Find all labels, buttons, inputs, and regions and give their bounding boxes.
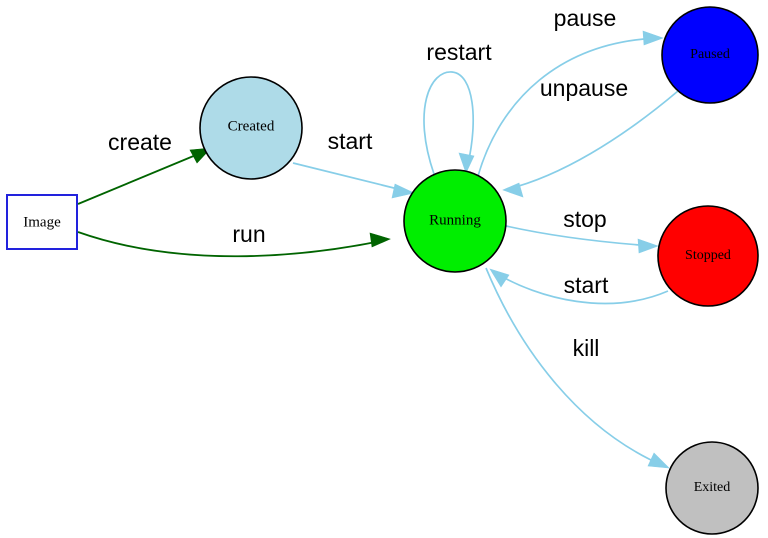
edge-kill [485, 267, 670, 469]
node-exited-shape[interactable] [665, 441, 759, 535]
edge-stop [505, 225, 659, 254]
node-paused-shape[interactable] [661, 6, 759, 104]
edge-label-create: create [108, 129, 172, 155]
edge-unpause [502, 90, 679, 198]
edge-start-stopped-arrowhead [489, 268, 510, 288]
edge-unpause-path [507, 90, 679, 190]
edge-run [77, 231, 391, 258]
edge-label-run: run [232, 221, 265, 247]
edge-stop-arrowhead [637, 238, 659, 254]
edge-kill-path [485, 267, 665, 467]
edge-stop-path [505, 225, 654, 247]
edge-start-created-arrowhead [391, 183, 415, 199]
edge-start-stopped-path [493, 271, 669, 305]
node-running-shape[interactable] [403, 169, 507, 273]
edge-label-kill: kill [573, 335, 600, 361]
node-paused[interactable]: Paused [661, 6, 759, 104]
edge-start-stopped [489, 268, 669, 305]
edge-create-path [77, 149, 209, 205]
node-created-shape[interactable] [199, 76, 303, 180]
node-stopped-shape[interactable] [657, 205, 759, 307]
edge-run-arrowhead [369, 232, 391, 248]
edge-label-stop: stop [563, 206, 606, 232]
edge-run-path [77, 231, 387, 258]
node-exited[interactable]: Exited [665, 441, 759, 535]
edge-pause [477, 30, 664, 177]
edge-label-unpause: unpause [540, 75, 628, 101]
edge-create [77, 147, 212, 205]
node-stopped[interactable]: Stopped [657, 205, 759, 307]
node-image-shape[interactable] [6, 194, 78, 250]
node-image[interactable]: Image [6, 194, 78, 250]
edge-start-created [292, 162, 415, 199]
edge-start-created-path [292, 162, 411, 193]
edge-label-pause: pause [554, 5, 617, 31]
node-running[interactable]: Running [403, 169, 507, 273]
edge-label-start-stopped: start [564, 272, 609, 298]
edge-kill-arrowhead [647, 452, 670, 469]
edge-restart-path [423, 71, 475, 175]
node-created[interactable]: Created [199, 76, 303, 180]
edge-label-restart: restart [426, 39, 492, 65]
edge-label-start-created: start [328, 128, 373, 154]
edge-pause-path [477, 37, 659, 177]
edge-pause-arrowhead [642, 30, 664, 46]
edge-restart [423, 71, 475, 175]
edge-unpause-arrowhead [502, 182, 524, 198]
edge-restart-arrowhead [458, 152, 475, 174]
